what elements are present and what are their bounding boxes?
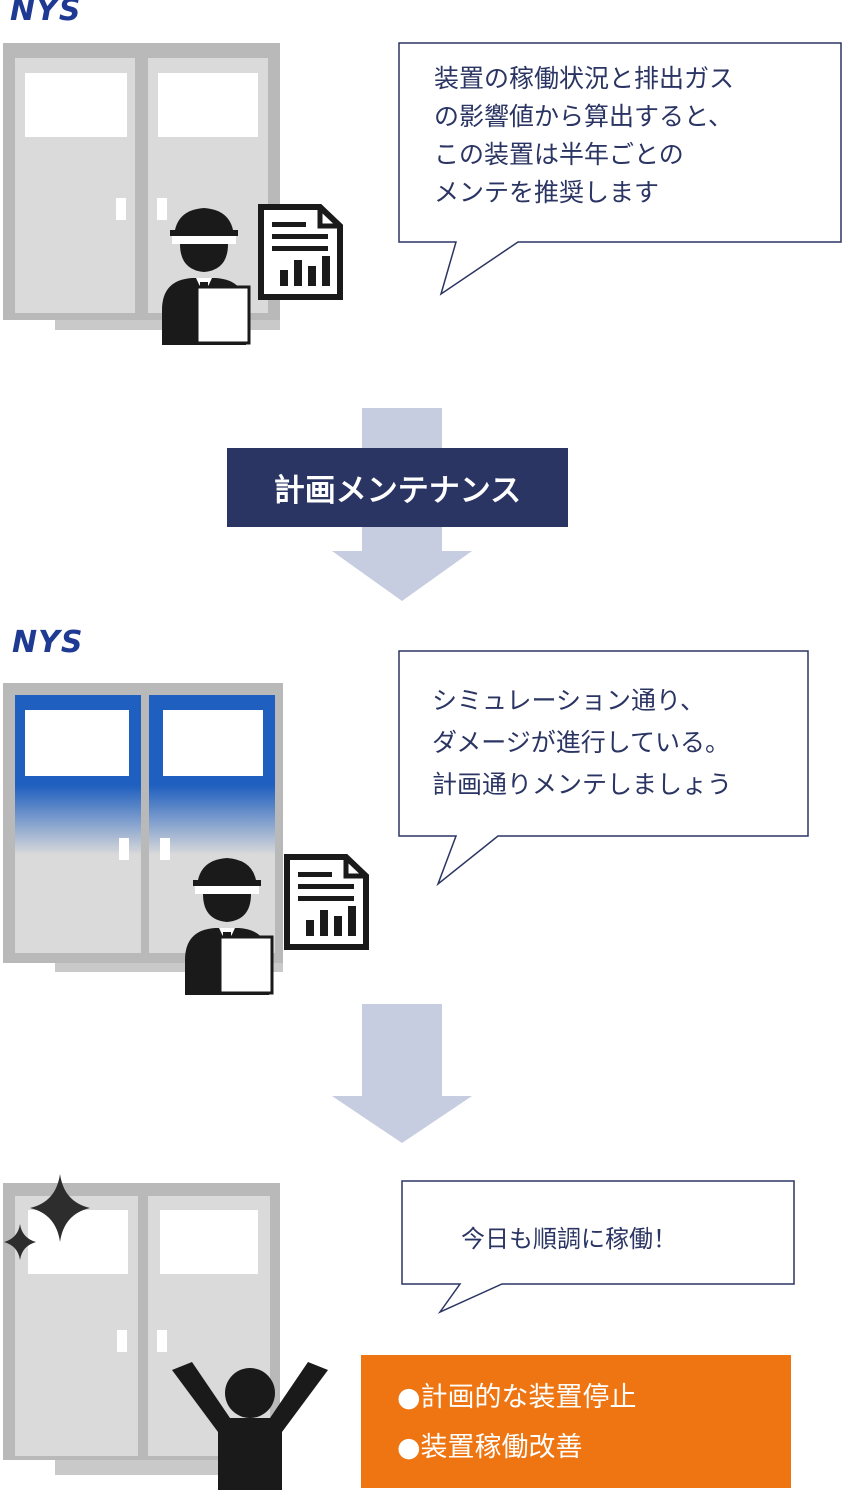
machine-1 (3, 43, 280, 330)
report-chart-icon (284, 854, 369, 950)
flow-label-text: 計画メンテナンス (273, 473, 522, 509)
machine-2 (3, 683, 283, 972)
worker-helmet-icon (162, 208, 251, 345)
bubble-text-1: 装置の稼働状況と排出ガス の影響値から算出すると、 この装置は半年ごとの メンテ… (434, 64, 735, 207)
result-item-2: ●装置稼働改善 (397, 1432, 583, 1463)
flow-arrow-2 (332, 1004, 472, 1143)
machine-3 (3, 1183, 280, 1475)
worker-helmet-icon (185, 858, 274, 995)
report-chart-icon (258, 204, 343, 300)
logo-top: NYS (10, 0, 82, 28)
speech-bubble-1 (398, 42, 842, 296)
bubble-text-3: 今日も順調に稼働！ (461, 1225, 677, 1253)
cheering-person-icon (172, 1362, 328, 1490)
result-item-1: ●計画的な装置停止 (397, 1382, 637, 1413)
speech-bubble-2 (398, 650, 809, 887)
sparkle-icon (4, 1174, 90, 1260)
result-box: ●計画的な装置停止 ●装置稼働改善 (361, 1355, 791, 1488)
speech-bubble-3 (401, 1180, 795, 1314)
bubble-text-2: シミュレーション通り、 ダメージが進行している。 計画通りメンテしましょう (432, 686, 733, 799)
logo-middle: NYS (12, 625, 84, 660)
flow-label-box: 計画メンテナンス (227, 448, 568, 527)
